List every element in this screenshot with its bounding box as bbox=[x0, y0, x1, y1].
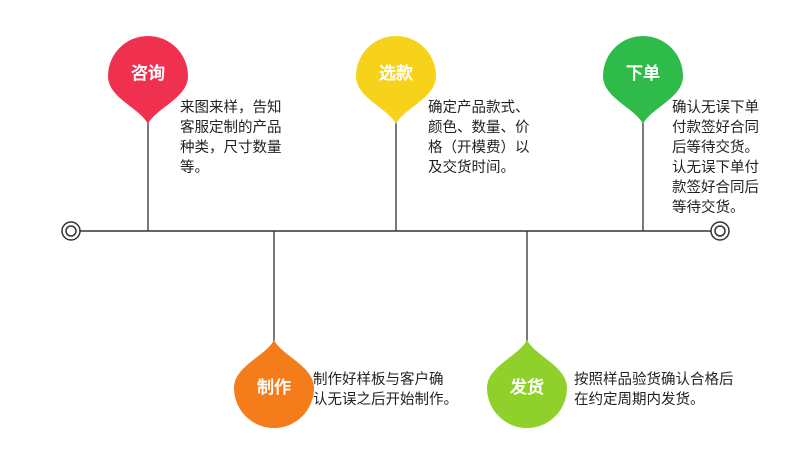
step-select-description: 确定产品款式、 颜色、数量、价 格（开模费）以 及交货时间。 bbox=[428, 100, 530, 176]
step-consult-description: 来图来样，告知 客服定制的产品 种类，尺寸数量 等。 bbox=[180, 100, 282, 176]
step-select-pin: 选款 bbox=[356, 36, 436, 126]
step-consult-label: 咨询 bbox=[131, 64, 165, 84]
step-order-label: 下单 bbox=[626, 64, 660, 84]
step-ship-pin: 发货 bbox=[487, 338, 567, 428]
step-order-description: 确认无误下单 付款签好合同 后等待交货。 认无误下单付 款签好合同后 等待交货。 bbox=[672, 100, 759, 216]
step-order-pin: 下单 bbox=[603, 36, 683, 126]
step-consult-pin: 咨询 bbox=[108, 36, 188, 126]
step-ship-label: 发货 bbox=[510, 378, 544, 398]
step-produce-description: 制作好样板与客户确 认无误之后开始制作。 bbox=[313, 372, 458, 408]
step-select-label: 选款 bbox=[379, 64, 413, 84]
axis-start-marker bbox=[61, 221, 81, 241]
step-produce-label: 制作 bbox=[257, 378, 291, 398]
step-ship-description: 按照样品验货确认合格后 在约定周期内发货。 bbox=[574, 372, 734, 408]
axis-end-marker bbox=[710, 221, 730, 241]
step-produce-pin: 制作 bbox=[234, 338, 314, 428]
